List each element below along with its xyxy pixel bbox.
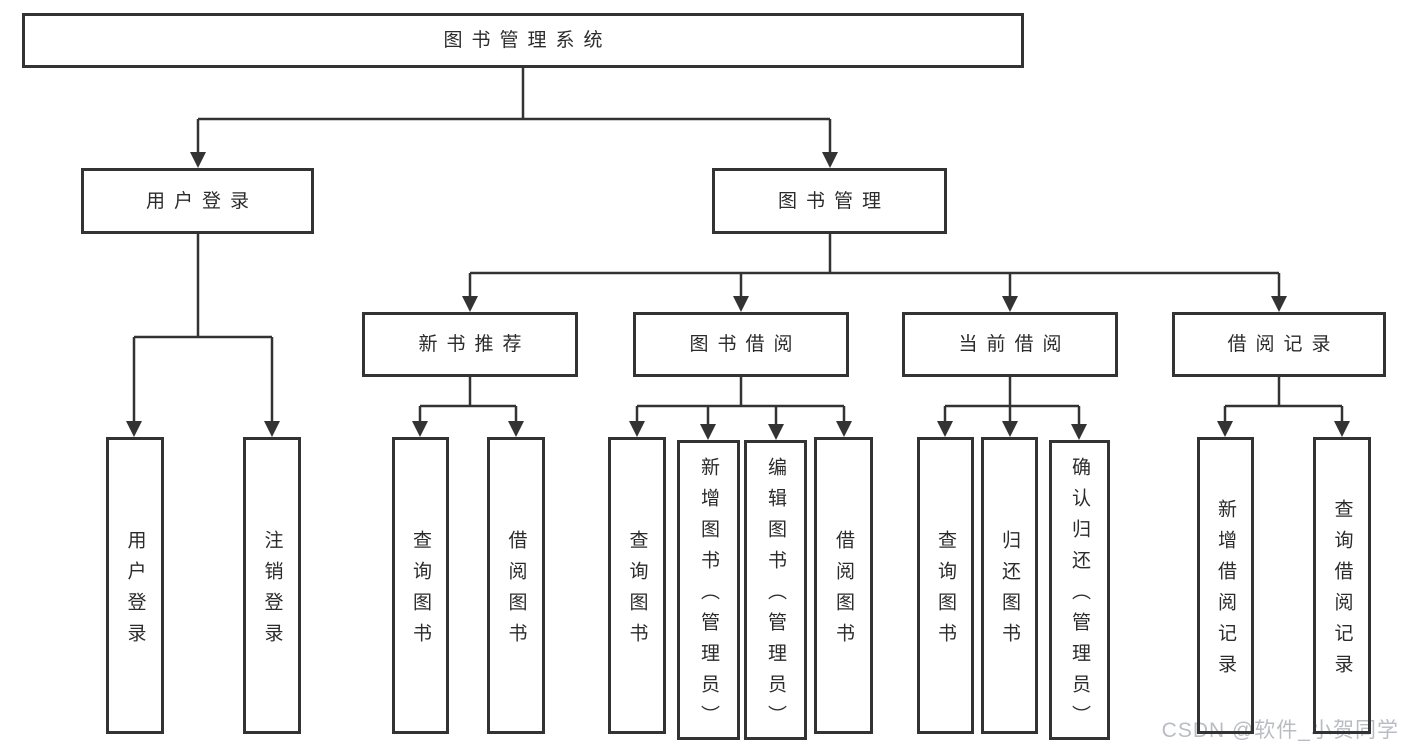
leaf-query-books-borrow: 查询图书 [608,437,666,734]
leaf-user-login: 用户登录 [106,437,164,734]
leaf-add-borrow-record: 新增借阅记录 [1197,437,1254,734]
connector-arrowhead [264,421,280,437]
leaf-query-borrow-record: 查询借阅记录 [1313,437,1371,734]
leaf-borrow-books: 借阅图书 [814,437,873,734]
connector-arrowhead [822,152,838,168]
node-new-book-recommendation: 新书推荐 [362,312,578,377]
connector-arrowhead [1002,421,1018,437]
node-label: 用户登录 [145,190,258,212]
leaf-confirm-return-admin: 确认归还（管理员） [1049,440,1110,740]
node-label: 图书管理系统 [443,30,612,51]
connector-arrowhead [1334,421,1350,437]
connector-arrowhead [733,296,749,312]
node-label: 编辑图书（管理员） [765,456,786,736]
node-label: 图书管理 [777,190,890,212]
connector-arrowhead [412,421,428,437]
csdn-watermark: CSDN @软件_小贺同学 [1161,719,1399,742]
node-label: 确认归还（管理员） [1069,456,1090,736]
connector-arrowhead [629,421,645,437]
node-user-login-branch: 用户登录 [81,168,314,234]
leaf-edit-books-admin: 编辑图书（管理员） [744,440,807,740]
connector-arrowhead [768,424,784,440]
node-label: 借阅记录 [1227,334,1340,355]
connector-arrowhead [1071,424,1087,440]
leaf-query-books-current: 查询图书 [917,437,974,734]
connector-arrowhead [1002,296,1018,312]
node-label: 新书推荐 [418,334,531,355]
connector-arrowhead [937,421,953,437]
node-label: 查询图书 [935,529,956,654]
node-label: 借阅图书 [833,529,854,654]
connector-arrowhead [126,421,142,437]
node-label: 借阅图书 [505,529,527,654]
connector-arrowhead [700,424,716,440]
node-borrowing-records: 借阅记录 [1172,312,1386,377]
connector-arrowhead [1271,296,1287,312]
leaf-return-books: 归还图书 [981,437,1038,734]
node-label: 图书借阅 [689,334,802,355]
node-label: 当前借阅 [958,334,1071,355]
node-label: 查询借阅记录 [1331,498,1353,685]
connector-arrowhead [508,421,524,437]
leaf-query-books-recommend: 查询图书 [392,437,449,734]
node-label: 用户登录 [124,529,146,654]
node-label: 新增图书（管理员） [698,456,719,736]
node-label: 查询图书 [410,529,431,654]
node-label: 注销登录 [261,529,283,654]
connector-arrowhead [836,421,852,437]
node-book-management: 图书管理 [712,168,947,234]
node-book-borrowing: 图书借阅 [633,312,849,377]
leaf-add-books-admin: 新增图书（管理员） [677,440,740,740]
connector-arrowhead [462,296,478,312]
leaf-borrow-books-recommend: 借阅图书 [487,437,545,734]
leaf-logout: 注销登录 [243,437,301,734]
node-library-management-system: 图书管理系统 [22,13,1024,68]
connector-arrowhead [1217,421,1233,437]
node-label: 查询图书 [626,529,648,654]
node-current-borrowing: 当前借阅 [902,312,1118,377]
node-label: 新增借阅记录 [1215,498,1236,685]
node-label: 归还图书 [999,529,1020,654]
connector-arrowhead [190,152,206,168]
